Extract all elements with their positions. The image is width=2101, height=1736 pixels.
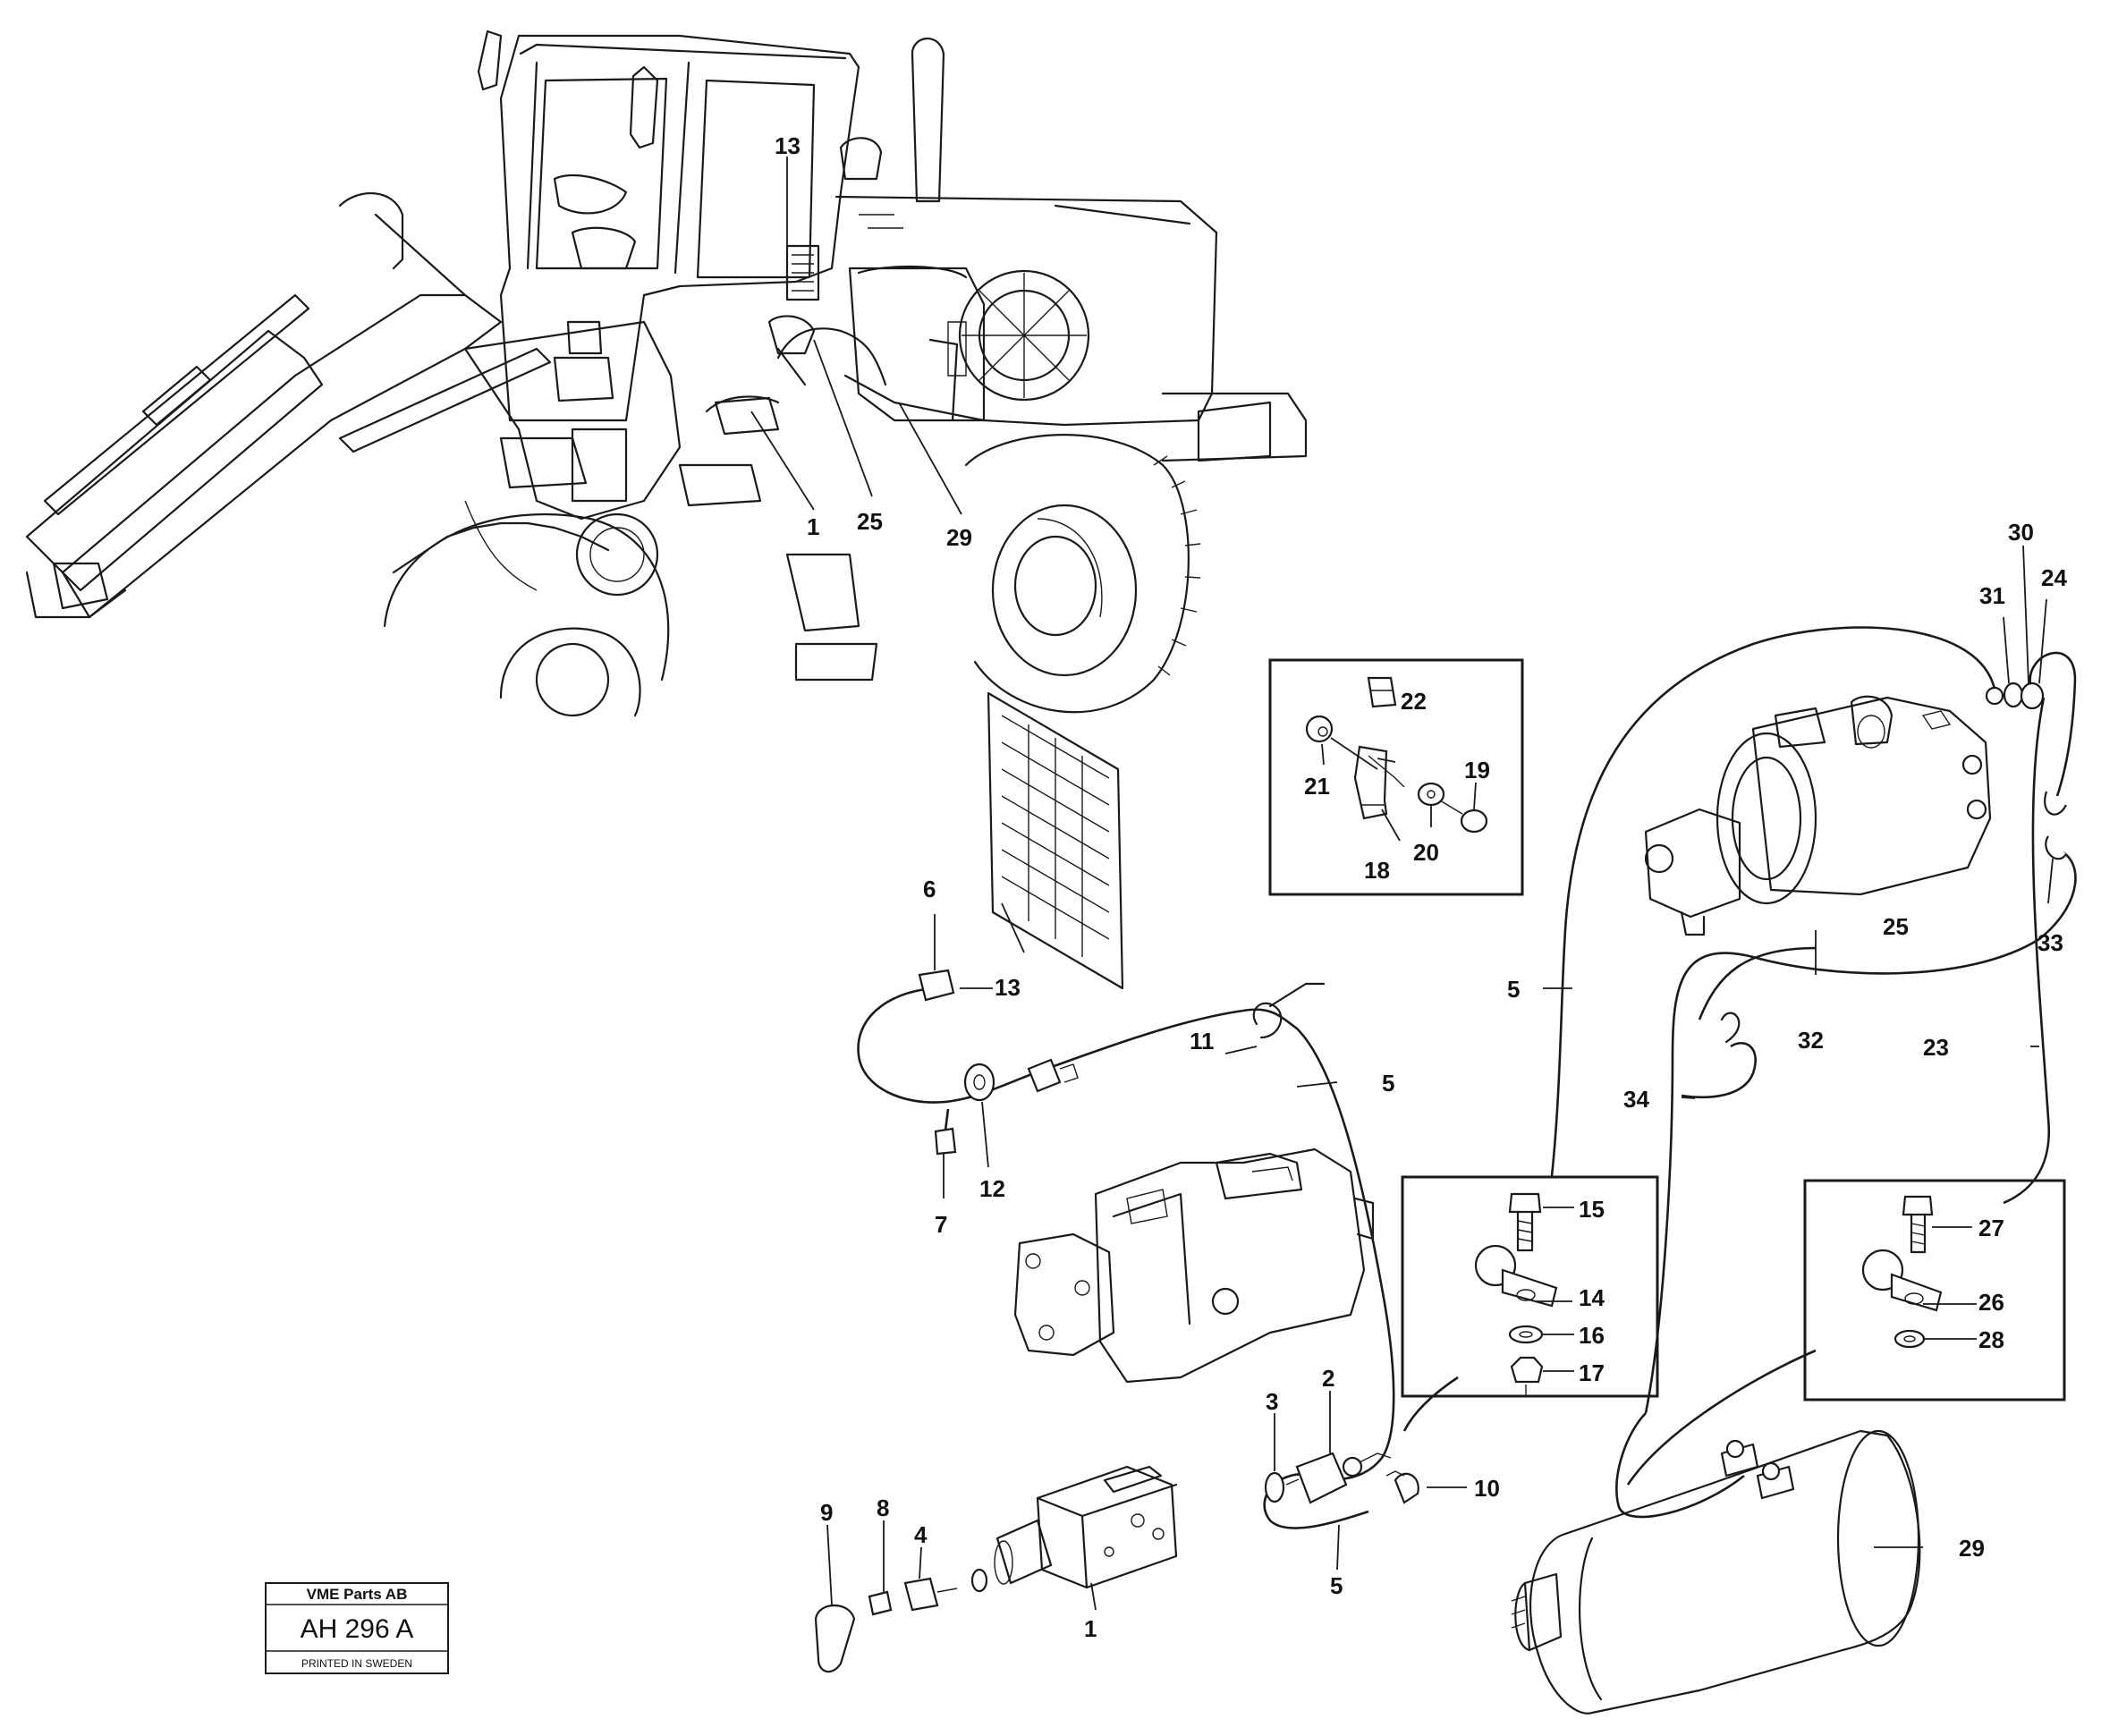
callout-3: 3 xyxy=(1266,1388,1278,1415)
callout-34: 34 xyxy=(1623,1086,1649,1113)
callout-5-middle: 5 xyxy=(1382,1070,1394,1097)
callout-20: 20 xyxy=(1413,839,1439,866)
bolt-inset-right xyxy=(1803,1179,2066,1402)
callout-4: 4 xyxy=(914,1521,928,1548)
callout-labels: 13 1 25 29 22 21 19 20 18 30 31 24 25 33… xyxy=(775,132,2067,1642)
callout-12: 12 xyxy=(979,1175,1005,1202)
callout-1: 1 xyxy=(1084,1615,1097,1642)
valve-and-switches xyxy=(814,1452,1419,1673)
callout-21: 21 xyxy=(1304,773,1330,800)
callout-22: 22 xyxy=(1401,688,1427,715)
bolt-inset-left xyxy=(1401,1175,1659,1398)
callout-15: 15 xyxy=(1579,1196,1605,1223)
callout-19: 19 xyxy=(1464,757,1490,783)
stamp-printed: PRINTED IN SWEDEN xyxy=(301,1657,412,1670)
sensor-cable xyxy=(857,969,1395,1529)
loader-leader-lines xyxy=(750,157,962,515)
callout-13-top: 13 xyxy=(775,132,801,159)
callout-24: 24 xyxy=(2041,564,2067,591)
wiring-harness xyxy=(1402,626,2077,1519)
callout-14: 14 xyxy=(1579,1284,1605,1311)
callout-5-upper: 5 xyxy=(1507,976,1520,1003)
callout-10: 10 xyxy=(1474,1475,1500,1502)
callout-28: 28 xyxy=(1978,1326,2004,1353)
callout-1-top: 1 xyxy=(807,513,819,540)
callout-9: 9 xyxy=(820,1499,833,1526)
starter-motor-illustration xyxy=(1511,1429,1921,1715)
callout-6: 6 xyxy=(923,876,936,902)
callout-26: 26 xyxy=(1978,1289,2004,1316)
decal-plate xyxy=(987,691,1124,990)
callout-2: 2 xyxy=(1322,1365,1334,1392)
hydraulic-pump-illustration xyxy=(1013,1147,1375,1384)
stamp-company: VME Parts AB xyxy=(307,1586,408,1603)
callout-16: 16 xyxy=(1579,1322,1605,1349)
callout-11: 11 xyxy=(1190,1028,1215,1054)
stamp-code: AH 296 A xyxy=(301,1614,414,1644)
callout-18: 18 xyxy=(1364,857,1390,884)
callout-13: 13 xyxy=(995,974,1021,1001)
callout-5-lower: 5 xyxy=(1330,1572,1343,1599)
callout-29: 29 xyxy=(1959,1535,1985,1562)
callout-8: 8 xyxy=(877,1495,889,1521)
callout-25-top: 25 xyxy=(857,508,883,535)
callout-31: 31 xyxy=(1979,582,2005,609)
callout-29-top: 29 xyxy=(946,524,972,551)
wheel-loader-illustration xyxy=(25,30,1308,717)
publisher-stamp: VME Parts AB AH 296 A PRINTED IN SWEDEN xyxy=(265,1582,449,1674)
callout-32: 32 xyxy=(1798,1027,1824,1054)
leader-lines xyxy=(826,545,2054,1611)
callout-17: 17 xyxy=(1579,1359,1605,1386)
callout-30: 30 xyxy=(2008,519,2034,546)
callout-27: 27 xyxy=(1978,1215,2004,1241)
callout-33: 33 xyxy=(2037,929,2063,956)
callout-25: 25 xyxy=(1883,913,1909,940)
callout-23: 23 xyxy=(1923,1034,1949,1061)
starter-relay-illustration xyxy=(1644,695,1992,936)
callout-7: 7 xyxy=(935,1211,947,1238)
